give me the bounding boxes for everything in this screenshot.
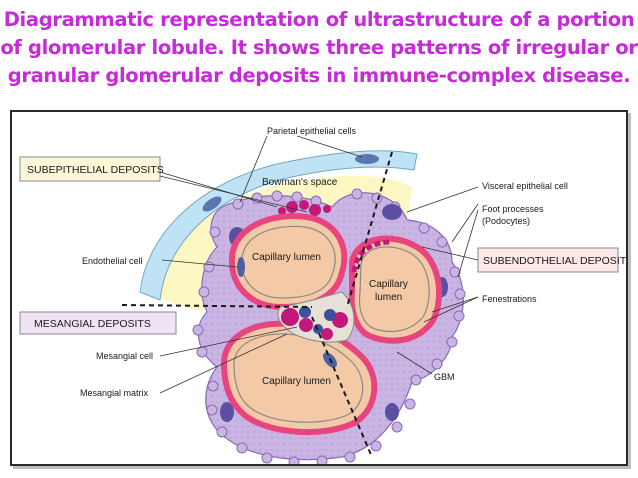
subepithelial-deposits-label: SUBEPITHELIAL DEPOSITS [27,164,164,176]
mesangial-deposits-label: MESANGIAL DEPOSITS [34,318,151,330]
label-capillary-lumen-1: Capillary lumen [252,252,321,263]
label-mesangial-matrix: Mesangial matrix [80,388,149,398]
subendothelial-deposits-label: SUBENDOTHELIAL DEPOSITS [483,255,626,267]
label-parietal-epithelial-cells: Parietal epithelial cells [267,126,357,136]
capillary-endothelium-2 [358,246,430,332]
label-gbm: GBM [434,372,455,382]
label-capillary-lumen-3: Capillary lumen [262,376,331,387]
label-visceral-epithelial-cell: Visceral epithelial cell [482,181,568,191]
capillary-endothelium-1 [241,225,336,299]
title-line-1: Diagrammatic representation of ultrastru… [3,8,635,31]
leader-lines [159,135,479,394]
dashed-divider-horizontal [121,304,313,308]
label-bowmans-space: Bowman's space [262,177,338,188]
title-line-3: granular glomerular deposits in immune-c… [7,64,631,87]
label-mesangial-cell: Mesangial cell [96,351,153,361]
label-fenestrations: Fenestrations [482,294,537,304]
subendothelial-deposits [351,239,391,273]
diagram-frame: SUBEPITHELIAL DEPOSITS SUBENDOTHELIAL DE… [10,110,628,466]
title-line-2: of glomerular lobule. It shows three pat… [0,36,638,59]
parietal-epithelium [139,150,418,301]
parietal-cell-nucleus [202,196,222,212]
mesangial-deposits [281,308,348,340]
label-capillary-lumen-2b: lumen [375,292,402,303]
glomerular-lobule-diagram: SUBEPITHELIAL DEPOSITS SUBENDOTHELIAL DE… [19,126,626,464]
subendothelial-deposits-box: SUBENDOTHELIAL DEPOSITS [477,247,626,273]
label-podocytes: (Podocytes) [482,216,530,226]
mesangial-deposits-box: MESANGIAL DEPOSITS [19,311,177,335]
label-capillary-lumen-2a: Capillary [369,279,408,290]
subepithelial-deposits [278,200,331,216]
mesangium [277,291,355,343]
label-foot-processes: Foot processes [482,204,544,214]
figure-title: Diagrammatic representation of ultrastru… [0,6,638,90]
subepithelial-deposits-box: SUBEPITHELIAL DEPOSITS [19,156,164,182]
dashed-divider-lower [311,316,373,458]
label-endothelial-cell: Endothelial cell [82,256,143,266]
